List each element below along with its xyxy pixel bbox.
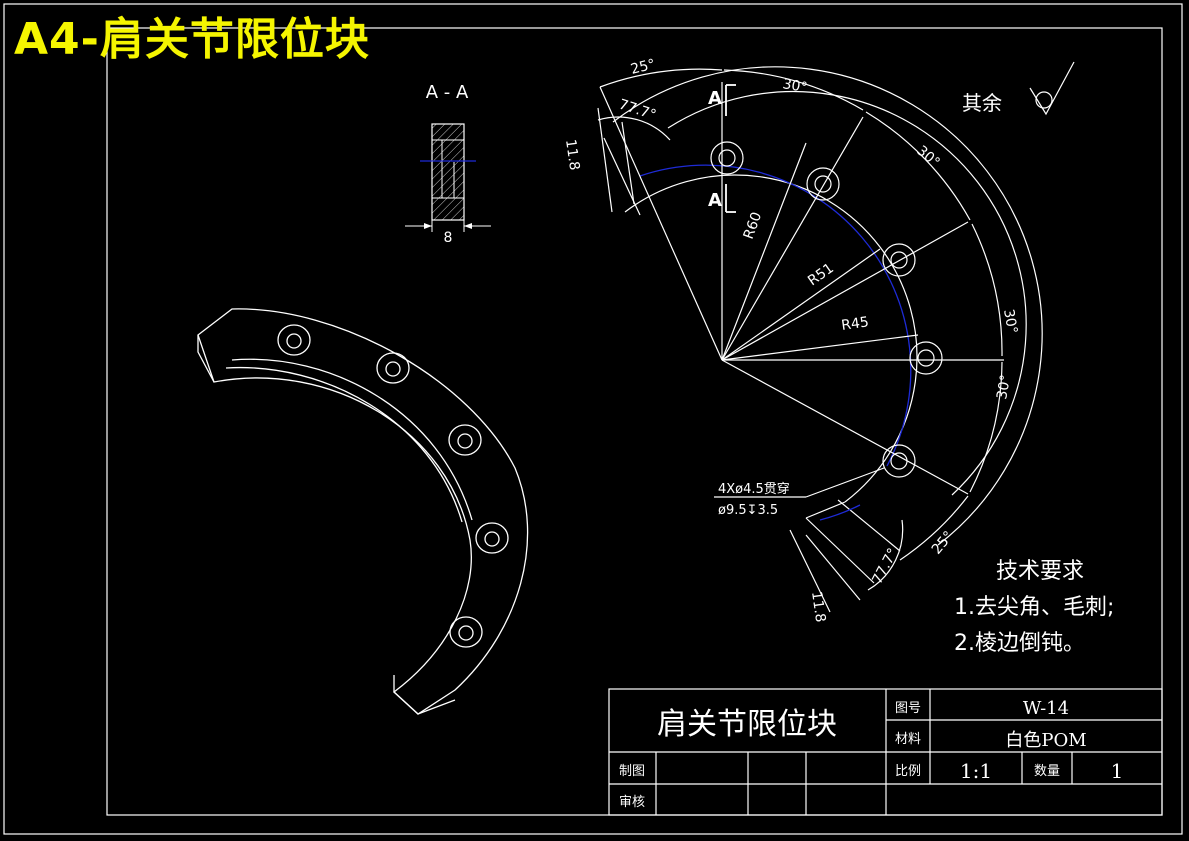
front-holes — [710, 141, 943, 478]
dim-r51: R51 — [805, 260, 837, 289]
section-view-a-a: A - A 8 — [405, 82, 491, 246]
dim-width-end-top: 11.8 — [562, 138, 582, 171]
material: 白色POM — [1005, 730, 1086, 751]
isometric-view — [197, 308, 529, 715]
front-view — [597, 66, 1043, 613]
tech-requirements: 技术要求 1.去尖角、毛刺; 2.棱边倒钝。 — [954, 559, 1114, 656]
dim-angle-30-c: 30° — [1000, 308, 1020, 335]
tech-heading: 技术要求 — [996, 559, 1084, 584]
scale: 1:1 — [960, 759, 992, 783]
tech-item-2: 2.棱边倒钝。 — [954, 631, 1085, 656]
qty: 1 — [1111, 759, 1124, 783]
title-block — [608, 688, 1163, 816]
dim-angle-25-top: 25° — [629, 56, 657, 78]
dim-angle-30-d: 30° — [994, 373, 1014, 400]
scale-label: 比例 — [895, 764, 921, 779]
roughness-symbol-icon — [1029, 61, 1075, 116]
drawing-no: W-14 — [1023, 698, 1069, 719]
drawing-no-label: 图号 — [895, 701, 921, 716]
drawn-label: 制图 — [619, 764, 645, 779]
qty-label: 数量 — [1034, 764, 1060, 779]
material-label: 材料 — [895, 732, 921, 747]
dim-angle-30-a: 30° — [781, 76, 808, 96]
section-label: A - A — [426, 82, 469, 103]
dim-angle-end-bottom: 77.7° — [869, 546, 901, 587]
iso-holes — [277, 324, 509, 648]
front-view-dims: 25° 30° 30° 30° 30° 25° 77.7° 77.7° 11.8… — [562, 56, 1020, 623]
roughness-note: 其余 — [962, 61, 1075, 116]
part-name: 肩关节限位块 — [657, 707, 837, 742]
checked-label: 审核 — [619, 795, 645, 810]
overlay-title: A4-肩关节限位块 — [14, 14, 370, 65]
dim-r60: R60 — [741, 210, 765, 241]
title-block-text: 肩关节限位块 图号 W-14 材料 白色POM 比例 1:1 数量 1 制图 审… — [619, 698, 1123, 810]
tech-item-1: 1.去尖角、毛刺; — [954, 595, 1114, 620]
section-mark-top: A — [708, 88, 722, 109]
hole-note-line2: ø9.5↧3.5 — [718, 503, 778, 518]
section-mark-bottom: A — [708, 190, 722, 211]
dim-width-end-bottom: 11.8 — [808, 590, 828, 623]
roughness-label: 其余 — [962, 91, 1002, 115]
outer-border — [3, 3, 1183, 835]
section-width-dim: 8 — [444, 230, 453, 246]
inner-border — [106, 27, 1163, 816]
dim-r45: R45 — [840, 314, 870, 334]
dim-angle-30-b: 30° — [913, 143, 942, 171]
hole-note-line1: 4Xø4.5贯穿 — [718, 481, 790, 497]
